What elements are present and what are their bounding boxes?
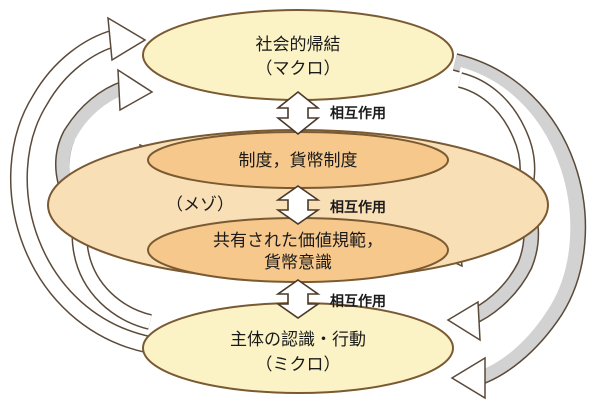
macro-title: 社会的帰結 <box>256 35 341 55</box>
norms-label-line2: 貨幣意識 <box>264 253 332 273</box>
interaction-label-top: 相互作用 <box>330 105 386 122</box>
institution-label: 制度，貨幣制度 <box>239 151 358 171</box>
norms-label-line1: 共有された価値規範， <box>213 231 383 251</box>
meso-label: （メゾ） <box>166 195 234 215</box>
interaction-arrow-top <box>275 90 321 136</box>
micro-subtitle: （ミクロ） <box>256 355 341 375</box>
interaction-label-middle: 相互作用 <box>330 199 386 216</box>
macro-subtitle: （マクロ） <box>256 59 341 79</box>
interaction-arrow-middle <box>275 185 321 225</box>
left-outer-loop-arrow <box>10 16 152 354</box>
micro-title: 主体の認識・行動 <box>230 330 366 350</box>
right-outer-loop-arrow <box>450 53 587 400</box>
macro-ellipse <box>142 9 454 101</box>
interaction-label-bottom: 相互作用 <box>330 293 386 310</box>
interaction-arrow-bottom <box>275 279 321 319</box>
